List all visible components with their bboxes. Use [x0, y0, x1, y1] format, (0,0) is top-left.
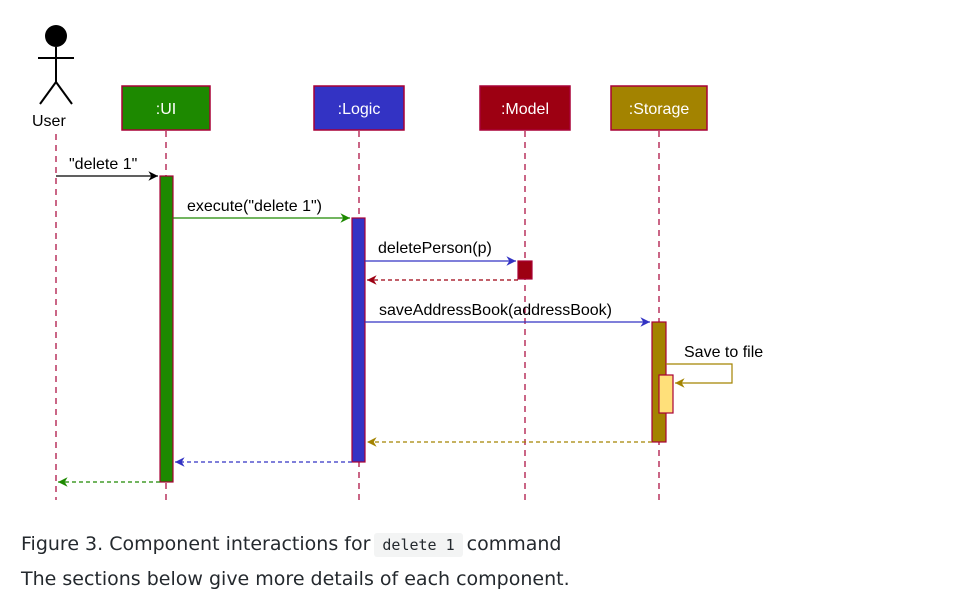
message-save-address-book-label: saveAddressBook(addressBook) — [379, 302, 612, 319]
caption-code: delete 1 — [374, 533, 463, 557]
sequence-diagram: User :UI :Logic :Model :Storage "delete … — [32, 25, 763, 500]
message-delete-1: "delete 1" — [56, 156, 158, 181]
message-execute-label: execute("delete 1") — [187, 198, 322, 215]
caption-suffix: command — [466, 533, 562, 555]
activation-model — [517, 260, 533, 280]
participant-logic-label: :Logic — [338, 101, 381, 118]
activation-logic — [351, 217, 366, 463]
actor-head — [45, 25, 67, 47]
message-execute: execute("delete 1") — [173, 198, 350, 223]
message-save-to-file: Save to file — [666, 344, 763, 388]
message-delete-person-label: deletePerson(p) — [378, 240, 492, 257]
lifelines — [55, 131, 660, 500]
participant-model-label: :Model — [501, 101, 549, 118]
message-delete-1-label: "delete 1" — [69, 156, 137, 173]
caption-prefix: Figure 3. Component interactions for — [21, 533, 371, 555]
user-actor: User — [32, 25, 74, 130]
participant-model: :Model — [479, 85, 571, 131]
activation-storage-self — [658, 374, 674, 414]
participant-ui-label: :UI — [156, 101, 176, 118]
actor-label: User — [32, 113, 66, 130]
message-delete-person: deletePerson(p) — [365, 240, 516, 266]
section-intro-text: The sections below give more details of … — [21, 568, 570, 590]
participant-ui: :UI — [121, 85, 211, 131]
participant-logic: :Logic — [313, 85, 405, 131]
message-save-address-book: saveAddressBook(addressBook) — [365, 302, 650, 327]
participant-storage-label: :Storage — [629, 101, 690, 118]
participant-storage: :Storage — [610, 85, 708, 131]
activation-ui — [159, 175, 174, 483]
message-save-to-file-label: Save to file — [684, 344, 763, 361]
